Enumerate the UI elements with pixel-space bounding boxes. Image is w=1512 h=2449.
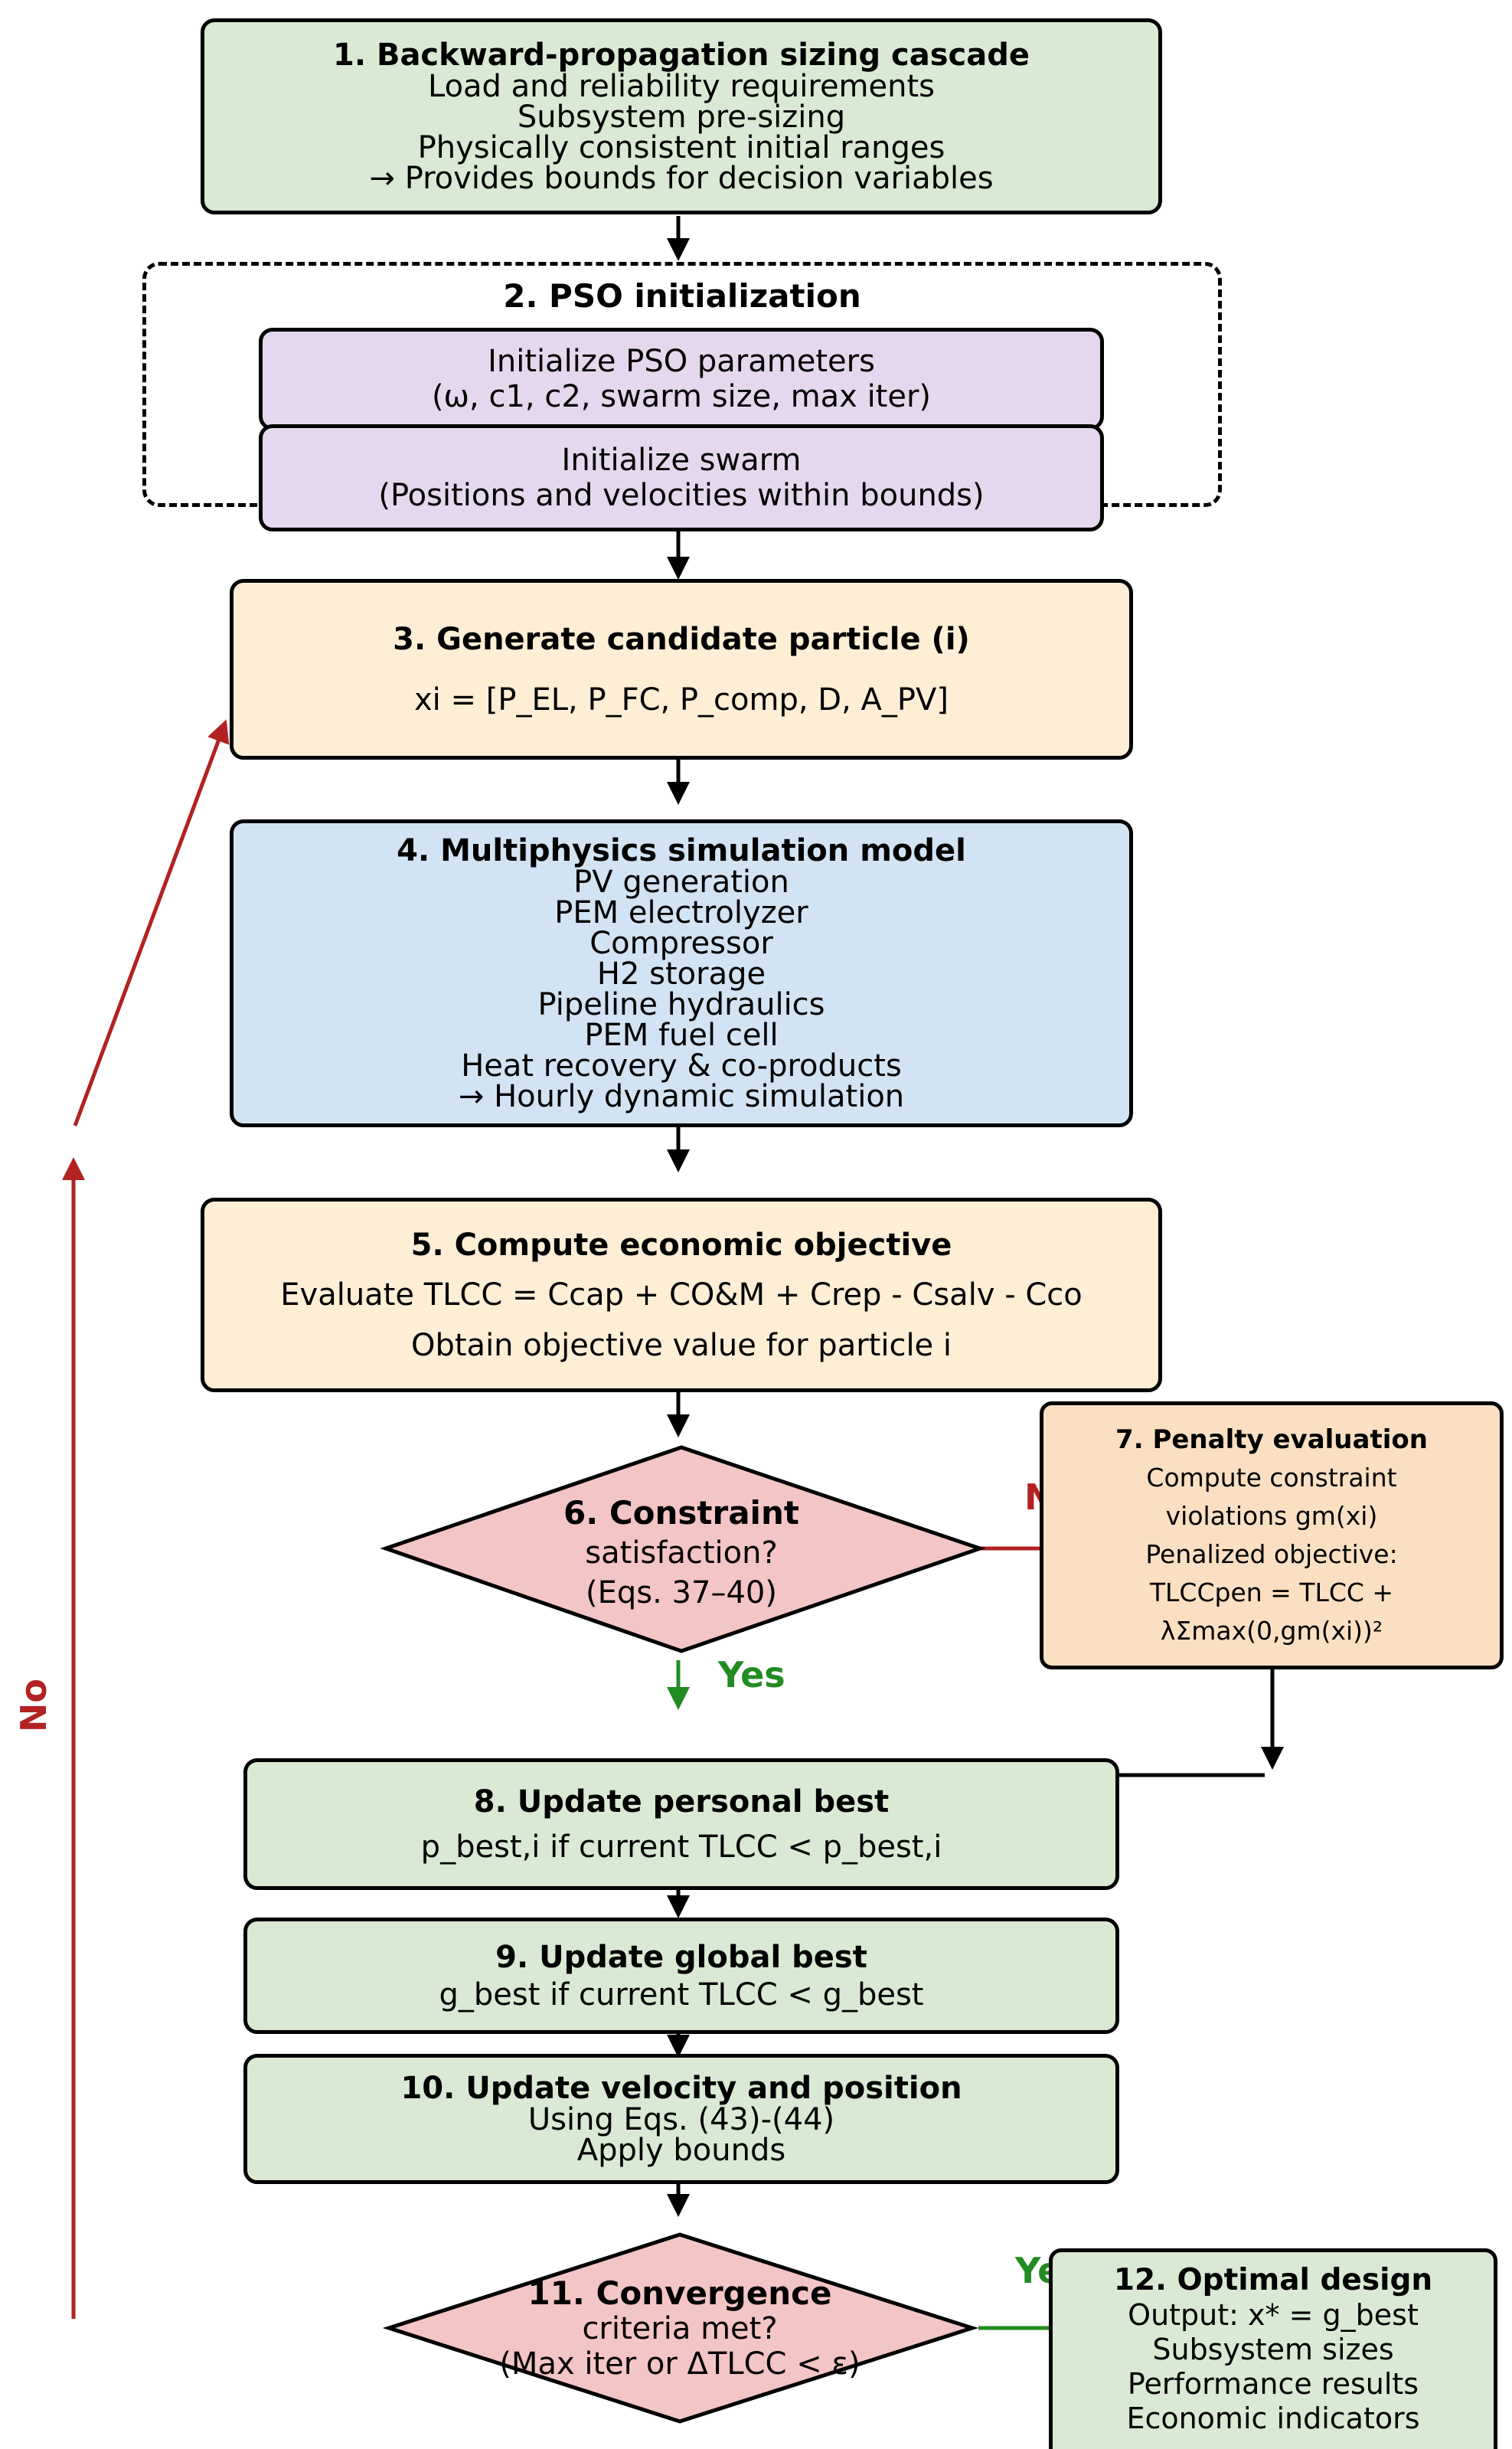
step7-box: 7. Penalty evaluation Compute constraint… (1040, 1401, 1504, 1669)
step3-title: 3. Generate candidate particle (i) (393, 622, 970, 657)
step1-box: 1. Backward-propagation sizing cascade L… (201, 18, 1162, 214)
step1-title: 1. Backward-propagation sizing cascade (333, 38, 1030, 73)
step11-line2: (Max iter or ΔTLCC < ε) (499, 2346, 861, 2382)
step4-line: Compressor (589, 926, 773, 961)
step9-box: 9. Update global best g_best if current … (243, 1918, 1119, 2034)
step1-line: → Provides bounds for decision variables (369, 161, 994, 196)
init-swarm-line1: Initialize swarm (561, 443, 802, 478)
step4-line: PEM electrolyzer (554, 895, 808, 930)
step12-box: 12. Optimal design Output: x* = g_best S… (1049, 2248, 1497, 2449)
arrow-loop-to-3 (73, 719, 230, 1126)
step6-title: 6. Constraint (563, 1494, 799, 1532)
step12-line: Subsystem sizes (1152, 2333, 1394, 2366)
step1-line: Physically consistent initial ranges (417, 130, 945, 165)
step12-title: 12. Optimal design (1113, 2263, 1433, 2297)
step4-title: 4. Multiphysics simulation model (397, 833, 966, 868)
pso-params-line1: Initialize PSO parameters (488, 344, 875, 379)
step12-line: Output: x* = g_best (1128, 2298, 1419, 2332)
step12-line: Performance results (1127, 2367, 1419, 2401)
step9-title: 9. Update global best (495, 1940, 867, 1975)
step1-line: Load and reliability requirements (427, 69, 935, 104)
step7-line: Compute constraint (1146, 1463, 1397, 1493)
convergence-decision: 11. Convergence criteria met? (Max iter … (435, 2271, 925, 2386)
step7-title: 7. Penalty evaluation (1115, 1424, 1428, 1455)
init-swarm-line2: (Positions and velocities within bounds) (378, 478, 985, 513)
step12-line: Economic indicators (1126, 2402, 1420, 2435)
step5-title: 5. Compute economic objective (410, 1228, 952, 1263)
step6-line2: (Eqs. 37–40) (586, 1575, 777, 1610)
step4-line: Heat recovery & co-products (461, 1048, 902, 1084)
step1-line: Subsystem pre-sizing (517, 100, 846, 135)
step7-line: Penalized objective: (1145, 1539, 1398, 1569)
step10-line2: Apply bounds (576, 2133, 786, 2168)
step5-line2: Obtain objective value for particle i (411, 1328, 952, 1363)
step8-box: 8. Update personal best p_best,i if curr… (243, 1758, 1119, 1890)
step11-title: 11. Convergence (527, 2274, 832, 2312)
step7-line: TLCCpen = TLCC + (1149, 1578, 1394, 1607)
step6-line1: satisfaction? (585, 1535, 778, 1571)
step4-box: 4. Multiphysics simulation model PV gene… (230, 819, 1133, 1127)
step7-line: λΣmax(0,gm(xi))² (1160, 1616, 1383, 1646)
pso-params-box: Initialize PSO parameters (ω, c1, c2, sw… (259, 328, 1104, 430)
constraint-decision: 6. Constraint satisfaction? (Eqs. 37–40) (429, 1486, 934, 1620)
step4-line: PEM fuel cell (584, 1018, 779, 1053)
pso-params-line2: (ω, c1, c2, swarm size, max iter) (431, 379, 932, 414)
step9-line1: g_best if current TLCC < g_best (439, 1977, 924, 2012)
step10-line1: Using Eqs. (43)-(44) (527, 2102, 835, 2137)
step10-title: 10. Update velocity and position (400, 2071, 962, 2106)
step11-line1: criteria met? (582, 2311, 778, 2346)
step2-title: 2. PSO initialization (503, 277, 861, 315)
constraint-yes-label: Yes (718, 1654, 785, 1695)
step4-line: → Hourly dynamic simulation (458, 1079, 905, 1114)
step7-line: violations gm(xi) (1165, 1501, 1378, 1531)
step5-line1: Evaluate TLCC = Ccap + CO&M + Crep - Csa… (280, 1277, 1083, 1313)
init-swarm-box: Initialize swarm (Positions and velociti… (259, 424, 1104, 531)
step5-box: 5. Compute economic objective Evaluate T… (201, 1198, 1162, 1392)
convergence-diamond-shape (382, 2232, 979, 2424)
constraint-diamond-shape (380, 1445, 986, 1653)
step8-title: 8. Update personal best (473, 1784, 890, 1820)
loop-no-label: No (13, 1678, 54, 1733)
step10-box: 10. Update velocity and position Using E… (243, 2054, 1119, 2184)
step4-line: PV generation (573, 865, 789, 900)
step8-line1: p_best,i if current TLCC < p_best,i (420, 1829, 942, 1865)
step4-line: Pipeline hydraulics (537, 987, 825, 1022)
step3-formula: xi = [P_EL, P_FC, P_comp, D, A_PV] (414, 682, 949, 718)
step4-line: H2 storage (596, 956, 766, 992)
step3-box: 3. Generate candidate particle (i) xi = … (230, 579, 1133, 760)
